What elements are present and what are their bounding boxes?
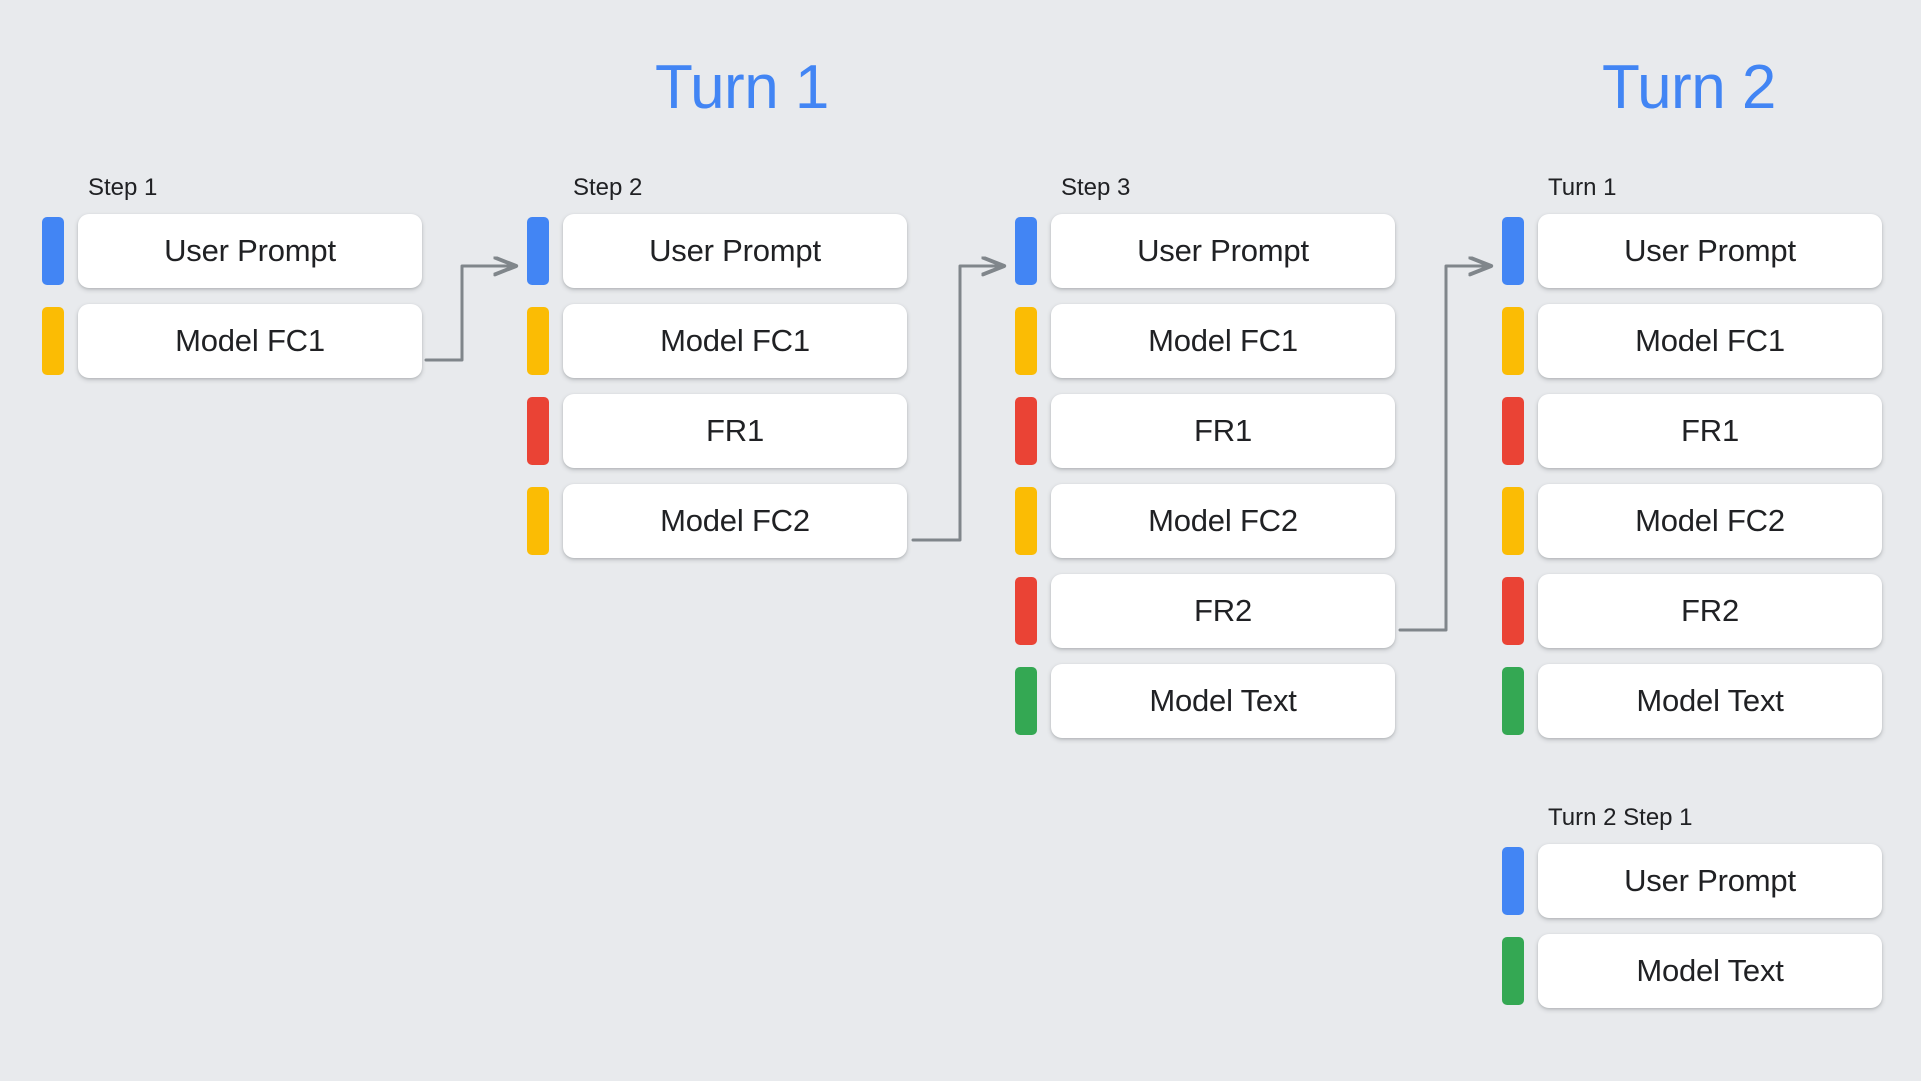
arrow-step1-to-step2: [424, 266, 515, 362]
status-bar-yellow: [527, 487, 549, 555]
column-label-step-1: Step 1: [88, 174, 158, 201]
status-bar-green: [1502, 667, 1524, 735]
column-label-step-3: Step 3: [1061, 174, 1131, 201]
card-model-text[interactable]: Model Text: [1051, 664, 1395, 738]
status-bar-blue: [527, 217, 549, 285]
list-item[interactable]: FR1: [1502, 394, 1882, 468]
status-bar-yellow: [527, 307, 549, 375]
status-bar-red: [527, 397, 549, 465]
card-user-prompt[interactable]: User Prompt: [1538, 844, 1882, 918]
list-item[interactable]: User Prompt: [1502, 844, 1882, 918]
list-item[interactable]: Model FC2: [1015, 484, 1395, 558]
card-label: Model FC1: [1148, 323, 1298, 358]
card-model-text[interactable]: Model Text: [1538, 934, 1882, 1008]
card-label: Model FC1: [660, 323, 810, 358]
row-list-step-2: User Prompt Model FC1 FR1 Model FC2: [527, 214, 907, 574]
card-label: FR1: [1194, 413, 1252, 448]
list-item[interactable]: Model Text: [1502, 934, 1882, 1008]
status-bar-red: [1015, 577, 1037, 645]
status-bar-yellow: [42, 307, 64, 375]
card-user-prompt[interactable]: User Prompt: [78, 214, 422, 288]
status-bar-yellow: [1015, 307, 1037, 375]
card-model-fc1[interactable]: Model FC1: [1538, 304, 1882, 378]
card-label: User Prompt: [1624, 233, 1796, 268]
card-fr2[interactable]: FR2: [1051, 574, 1395, 648]
status-bar-blue: [1015, 217, 1037, 285]
status-bar-red: [1502, 397, 1524, 465]
card-model-fc1[interactable]: Model FC1: [1051, 304, 1395, 378]
card-model-fc1[interactable]: Model FC1: [563, 304, 907, 378]
list-item[interactable]: FR2: [1015, 574, 1395, 648]
status-bar-blue: [42, 217, 64, 285]
card-label: Model Text: [1636, 683, 1784, 718]
arrow-step2-to-step3: [911, 266, 1003, 542]
list-item[interactable]: Model FC1: [1502, 304, 1882, 378]
list-item[interactable]: FR1: [527, 394, 907, 468]
list-item[interactable]: Model FC1: [527, 304, 907, 378]
card-user-prompt[interactable]: User Prompt: [1538, 214, 1882, 288]
list-item[interactable]: User Prompt: [42, 214, 422, 288]
card-label: User Prompt: [1137, 233, 1309, 268]
list-item[interactable]: Model Text: [1502, 664, 1882, 738]
card-model-fc2[interactable]: Model FC2: [1538, 484, 1882, 558]
row-list-turn-1: User Prompt Model FC1 FR1 Model FC2: [1502, 214, 1882, 754]
card-label: Model Text: [1636, 953, 1784, 988]
row-list-step-3: User Prompt Model FC1 FR1 Model FC2: [1015, 214, 1395, 754]
list-item[interactable]: User Prompt: [1015, 214, 1395, 288]
arrow-step3-to-turn1: [1398, 266, 1490, 632]
card-label: FR2: [1681, 593, 1739, 628]
card-fr1[interactable]: FR1: [563, 394, 907, 468]
card-model-fc1[interactable]: Model FC1: [78, 304, 422, 378]
list-item[interactable]: FR1: [1015, 394, 1395, 468]
card-label: Model Text: [1149, 683, 1297, 718]
card-user-prompt[interactable]: User Prompt: [563, 214, 907, 288]
card-user-prompt[interactable]: User Prompt: [1051, 214, 1395, 288]
card-label: Model FC2: [1148, 503, 1298, 538]
card-label: FR2: [1194, 593, 1252, 628]
card-label: Model FC2: [660, 503, 810, 538]
list-item[interactable]: Model FC2: [1502, 484, 1882, 558]
list-item[interactable]: Model Text: [1015, 664, 1395, 738]
status-bar-blue: [1502, 217, 1524, 285]
turn-1-heading: Turn 1: [655, 53, 829, 122]
row-list-turn-2-step-1: User Prompt Model Text: [1502, 844, 1882, 1024]
turn-2-heading: Turn 2: [1602, 53, 1776, 122]
list-item[interactable]: Model FC1: [1015, 304, 1395, 378]
status-bar-red: [1015, 397, 1037, 465]
status-bar-red: [1502, 577, 1524, 645]
list-item[interactable]: Model FC1: [42, 304, 422, 378]
card-model-fc2[interactable]: Model FC2: [1051, 484, 1395, 558]
card-fr2[interactable]: FR2: [1538, 574, 1882, 648]
status-bar-green: [1502, 937, 1524, 1005]
card-label: User Prompt: [649, 233, 821, 268]
card-model-fc2[interactable]: Model FC2: [563, 484, 907, 558]
status-bar-yellow: [1015, 487, 1037, 555]
card-label: User Prompt: [1624, 863, 1796, 898]
card-label: Model FC1: [1635, 323, 1785, 358]
status-bar-yellow: [1502, 487, 1524, 555]
list-item[interactable]: Model FC2: [527, 484, 907, 558]
column-label-turn-1: Turn 1: [1548, 174, 1617, 201]
list-item[interactable]: User Prompt: [1502, 214, 1882, 288]
status-bar-yellow: [1502, 307, 1524, 375]
card-model-text[interactable]: Model Text: [1538, 664, 1882, 738]
row-list-step-1: User Prompt Model FC1: [42, 214, 422, 394]
card-fr1[interactable]: FR1: [1538, 394, 1882, 468]
card-label: Model FC2: [1635, 503, 1785, 538]
column-label-step-2: Step 2: [573, 174, 643, 201]
card-label: FR1: [1681, 413, 1739, 448]
card-fr1[interactable]: FR1: [1051, 394, 1395, 468]
column-label-turn-2-step-1: Turn 2 Step 1: [1548, 804, 1693, 831]
card-label: FR1: [706, 413, 764, 448]
card-label: Model FC1: [175, 323, 325, 358]
list-item[interactable]: User Prompt: [527, 214, 907, 288]
card-label: User Prompt: [164, 233, 336, 268]
status-bar-green: [1015, 667, 1037, 735]
status-bar-blue: [1502, 847, 1524, 915]
list-item[interactable]: FR2: [1502, 574, 1882, 648]
